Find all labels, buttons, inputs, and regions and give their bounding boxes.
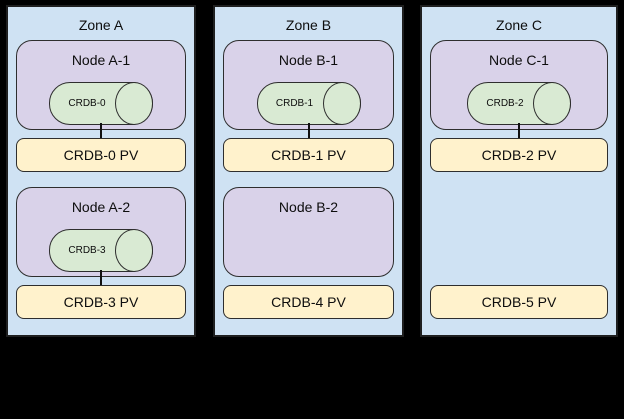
node-a-2-label: Node A-2 xyxy=(71,199,131,215)
connector-crdb-1-to-pv xyxy=(307,123,310,139)
crdb-3-database-cylinder: CRDB-3 xyxy=(49,229,153,272)
zone-c-label: Zone C xyxy=(496,17,542,33)
cylinder-cap xyxy=(115,82,153,125)
node-b-2-label: Node B-2 xyxy=(278,199,339,215)
node-b-2: Node B-2 xyxy=(223,187,394,277)
cylinder-cap xyxy=(322,82,361,125)
connector-crdb-0-to-pv xyxy=(100,123,102,139)
crdb-2-pv: CRDB-2 PV xyxy=(430,138,608,172)
crdb-0-database-cylinder: CRDB-0 xyxy=(49,82,153,125)
node-a-2: Node A-2 CRDB-3 xyxy=(16,187,186,277)
zone-a: Zone A Node A-1 CRDB-0 CRDB-0 PV Node A-… xyxy=(6,5,196,337)
node-c-1-label: Node C-1 xyxy=(489,52,549,68)
cylinder-cap xyxy=(533,82,571,125)
node-a-1-label: Node A-1 xyxy=(71,52,131,68)
cylinder-cap xyxy=(115,229,153,272)
node-a-1: Node A-1 CRDB-0 xyxy=(16,40,186,130)
crdb-4-pv: CRDB-4 PV xyxy=(223,285,394,319)
zone-a-label: Zone A xyxy=(78,17,124,33)
crdb-2-database-cylinder: CRDB-2 xyxy=(467,82,571,125)
crdb-0-pv: CRDB-0 PV xyxy=(16,138,186,172)
node-c-1: Node C-1 CRDB-2 xyxy=(430,40,608,130)
zone-c: Zone C Node C-1 CRDB-2 CRDB-2 PV CRDB-5 … xyxy=(420,5,618,337)
crdb-0-label: CRDB-0 xyxy=(68,98,106,109)
crdb-5-pv: CRDB-5 PV xyxy=(430,285,608,319)
connector-crdb-3-to-pv xyxy=(100,270,102,286)
crdb-1-pv: CRDB-1 PV xyxy=(223,138,394,172)
zone-b-label: Zone B xyxy=(285,17,332,33)
crdb-2-label: CRDB-2 xyxy=(486,98,524,109)
crdb-1-database-cylinder: CRDB-1 xyxy=(256,82,361,125)
crdb-1-label: CRDB-1 xyxy=(275,98,314,109)
zone-b: Zone B Node B-1 CRDB-1 CRDB-1 PV Node B-… xyxy=(213,5,404,337)
crdb-3-label: CRDB-3 xyxy=(68,245,106,256)
node-b-1: Node B-1 CRDB-1 xyxy=(223,40,394,130)
connector-crdb-2-to-pv xyxy=(518,123,520,139)
node-b-1-label: Node B-1 xyxy=(278,52,339,68)
crdb-3-pv: CRDB-3 PV xyxy=(16,285,186,319)
